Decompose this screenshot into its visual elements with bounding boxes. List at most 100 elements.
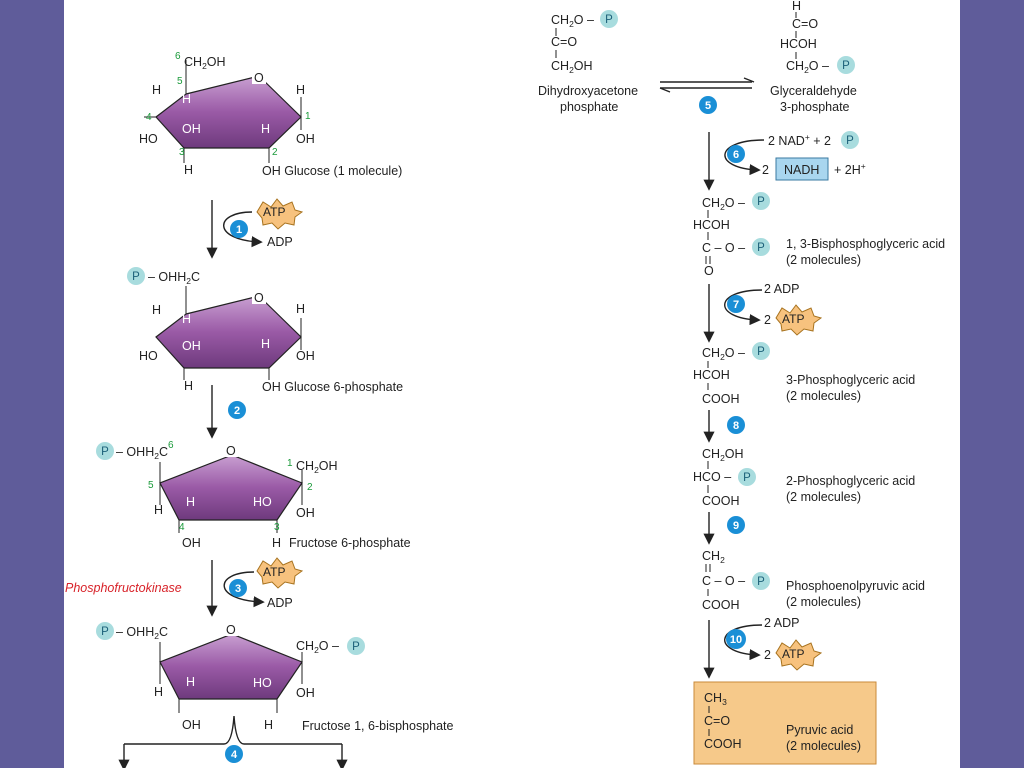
svg-text:1: 1 <box>305 111 311 122</box>
svg-text:COOH: COOH <box>704 737 742 751</box>
svg-text:2 ADP: 2 ADP <box>764 282 799 296</box>
svg-text:2 ADP: 2 ADP <box>764 616 799 630</box>
svg-text:– OHH2C: – OHH2C <box>148 270 200 286</box>
svg-text:O: O <box>226 623 236 637</box>
pg2-molecule: CH2OH HCO – P COOH 2-Phosphoglyceric aci… <box>693 447 915 508</box>
step-3-reaction: Phosphofructokinase 3 ATP ADP <box>65 557 304 617</box>
label-bpg13-line2: (2 molecules) <box>786 253 861 267</box>
svg-text:3: 3 <box>179 147 185 158</box>
nadh-box <box>775 157 829 181</box>
svg-text:P: P <box>743 472 751 484</box>
svg-text:HCOH: HCOH <box>693 218 730 232</box>
label-pg2-line1: 2-Phosphoglyceric acid <box>786 474 915 488</box>
label-g3p-line2: 3-phosphate <box>780 100 850 114</box>
step-8-reaction: 8 <box>703 410 745 443</box>
svg-text:CH2: CH2 <box>702 549 725 565</box>
svg-text:2: 2 <box>764 648 771 662</box>
svg-text:H: H <box>792 0 801 13</box>
phosphate-icon: P <box>752 238 770 256</box>
svg-text:ATP: ATP <box>263 205 285 219</box>
svg-text:1: 1 <box>236 224 242 236</box>
svg-text:P: P <box>101 626 109 638</box>
svg-text:HCOH: HCOH <box>693 368 730 382</box>
step-7-badge <box>727 295 745 313</box>
svg-text:C – O –: C – O – <box>702 574 745 588</box>
svg-text:6: 6 <box>168 440 174 451</box>
svg-text:NADH: NADH <box>784 163 819 177</box>
step-6-badge <box>727 145 745 163</box>
svg-text:2: 2 <box>234 405 240 417</box>
svg-text:HCO –: HCO – <box>693 470 731 484</box>
pep-molecule: CH2 C – O – P COOH Phosphoenolpyruvic ac… <box>702 549 925 612</box>
svg-text:C – O –: C – O – <box>702 241 745 255</box>
svg-text:OH: OH <box>182 718 201 732</box>
atp-burst-1: ATP <box>256 198 304 230</box>
svg-text:H: H <box>296 83 305 97</box>
svg-text:C=O: C=O <box>551 35 577 49</box>
svg-text:H: H <box>184 379 193 393</box>
atp-burst-10: ATP <box>775 639 823 671</box>
fructose-6-phosphate-molecule: P – OHH2C 6 O 5 H 4 H OH HO 3 H 1 CH2OH … <box>96 440 411 550</box>
svg-text:HO: HO <box>253 495 272 509</box>
svg-text:COOH: COOH <box>702 598 740 612</box>
enzyme-label: Phosphofructokinase <box>65 581 182 595</box>
atp-burst-7: ATP <box>775 304 823 336</box>
svg-text:C=O: C=O <box>792 17 818 31</box>
svg-text:5: 5 <box>148 480 154 491</box>
svg-text:OH: OH <box>182 339 201 353</box>
svg-text:H: H <box>186 675 195 689</box>
pg3-molecule: CH2O – P HCOH COOH 3-Phosphoglyceric aci… <box>693 342 915 406</box>
label-pep-line2: (2 molecules) <box>786 595 861 609</box>
svg-text:H: H <box>261 122 270 136</box>
phosphate-icon: P <box>841 131 859 149</box>
svg-text:H: H <box>296 302 305 316</box>
svg-text:OH: OH <box>296 132 315 146</box>
svg-text:O: O <box>226 444 236 458</box>
svg-text:CH2OH: CH2OH <box>551 59 593 75</box>
label-pyruvate-line2: (2 molecules) <box>786 739 861 753</box>
svg-text:OH: OH <box>296 506 315 520</box>
svg-text:H: H <box>152 83 161 97</box>
label-pg2-line2: (2 molecules) <box>786 490 861 504</box>
label-pg3-line1: 3-Phosphoglyceric acid <box>786 373 915 387</box>
svg-text:H: H <box>186 495 195 509</box>
phosphate-icon: P <box>752 192 770 210</box>
step-10-badge <box>726 629 746 649</box>
svg-text:ADP: ADP <box>267 235 293 249</box>
glycolysis-diagram: O 6 CH2OH 5 H H 4 HO OH 3 H H 1 OH H 2 O… <box>65 0 945 768</box>
svg-text:CH2O –: CH2O – <box>702 346 745 362</box>
svg-text:ATP: ATP <box>263 565 285 579</box>
svg-text:OH: OH <box>182 536 201 550</box>
bpg13-molecule: CH2O – P HCOH C – O – P O 1, 3-Bisphosph… <box>693 192 945 278</box>
svg-text:HO: HO <box>139 349 158 363</box>
phosphate-icon: P <box>96 442 114 460</box>
svg-text:C=O: C=O <box>704 714 730 728</box>
phosphate-icon: P <box>127 267 145 285</box>
ch2oh-group: CH2OH <box>184 55 226 71</box>
svg-text:CH3: CH3 <box>704 691 727 707</box>
svg-text:ATP: ATP <box>782 647 804 661</box>
svg-text:H: H <box>184 163 193 177</box>
svg-text:P: P <box>846 135 854 147</box>
phosphate-icon: P <box>752 572 770 590</box>
phosphate-icon: P <box>96 622 114 640</box>
label-fructose-1-6-bisphosphate: Fructose 1, 6-bisphosphate <box>302 719 454 733</box>
atp-burst-3: ATP <box>256 557 304 589</box>
svg-text:8: 8 <box>733 420 739 432</box>
svg-text:CH2OH: CH2OH <box>702 447 744 463</box>
step-4-split: 4 <box>118 715 348 768</box>
svg-text:P: P <box>842 60 850 72</box>
glucose-6-phosphate-molecule: P – OHH2C O H H HO OH H H OH H OH Glucos… <box>127 267 403 394</box>
svg-text:6: 6 <box>733 149 739 161</box>
svg-text:– OHH2C: – OHH2C <box>116 445 168 461</box>
svg-text:9: 9 <box>733 520 739 532</box>
svg-text:4: 4 <box>179 522 185 533</box>
svg-text:H: H <box>154 685 163 699</box>
svg-text:2 NAD+ + 2: 2 NAD+ + 2 <box>768 132 831 148</box>
svg-text:P: P <box>757 576 765 588</box>
step-9-reaction: 9 <box>703 512 745 545</box>
svg-text:H: H <box>152 303 161 317</box>
step-3-badge <box>229 579 247 597</box>
svg-text:– OHH2C: – OHH2C <box>116 625 168 641</box>
svg-text:CH2O –: CH2O – <box>786 59 829 75</box>
